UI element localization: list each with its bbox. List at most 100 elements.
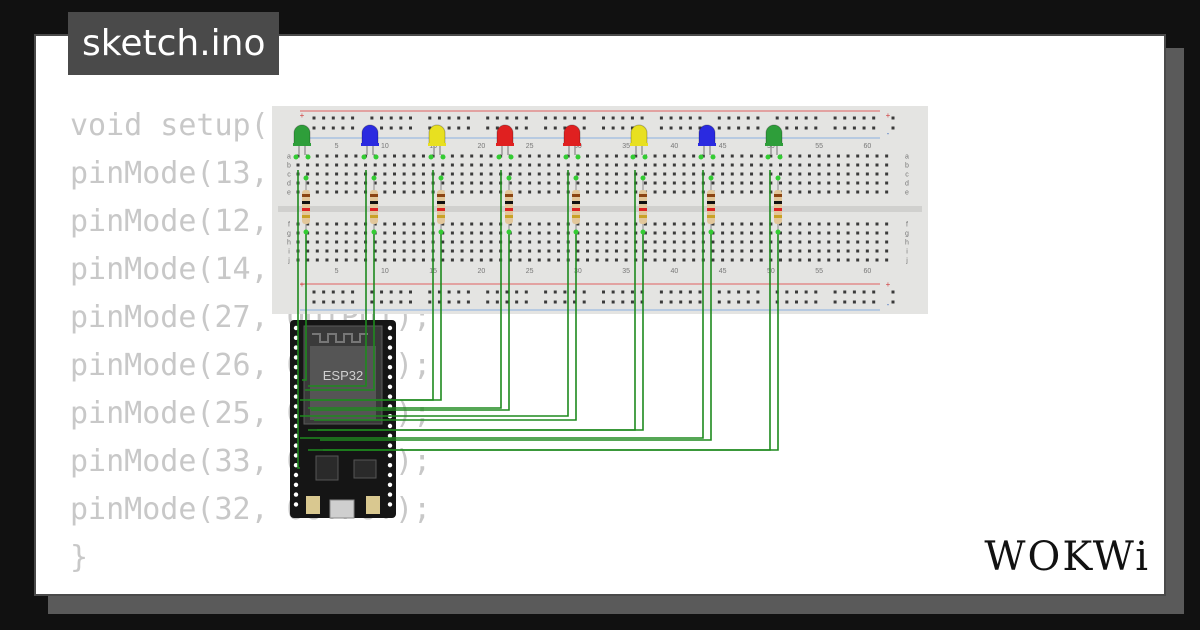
breadboard-hole xyxy=(576,163,580,167)
breadboard-hole xyxy=(756,290,760,294)
breadboard-hole xyxy=(547,222,551,226)
breadboard-hole xyxy=(621,290,625,294)
breadboard: 5510101515202025253030353540404545505055… xyxy=(272,106,928,314)
sketch-title: sketch.ino xyxy=(68,12,280,75)
breadboard-hole xyxy=(457,116,461,120)
breadboard-hole xyxy=(885,258,889,262)
breadboard-hole xyxy=(489,258,493,262)
breadboard-hole xyxy=(306,240,310,244)
breadboard-hole xyxy=(807,172,811,176)
breadboard-hole xyxy=(306,172,310,176)
breadboard-hole xyxy=(711,258,715,262)
breadboard-hole xyxy=(643,231,647,235)
esp32-label: ESP32 xyxy=(323,368,363,383)
breadboard-hole xyxy=(846,249,850,253)
breadboard-hole xyxy=(489,240,493,244)
breadboard-hole xyxy=(393,172,396,176)
breadboard-hole xyxy=(634,163,638,167)
breadboard-hole xyxy=(682,172,686,176)
breadboard-hole xyxy=(547,163,551,167)
column-number: 30 xyxy=(574,268,582,275)
breadboard-hole xyxy=(537,190,541,194)
led-pin-marker xyxy=(765,154,771,160)
resistor-pin-marker xyxy=(303,175,309,181)
breadboard-hole xyxy=(354,181,358,185)
breadboard-hole xyxy=(605,240,609,244)
breadboard-hole xyxy=(457,300,461,304)
breadboard-hole xyxy=(843,126,847,130)
led-pin-marker xyxy=(575,154,581,160)
breadboard-hole xyxy=(344,231,348,235)
breadboard-hole xyxy=(682,154,686,158)
breadboard-hole xyxy=(344,163,348,167)
breadboard-hole xyxy=(341,290,345,294)
breadboard-hole xyxy=(759,231,763,235)
breadboard-hole xyxy=(730,172,734,176)
breadboard-hole xyxy=(335,190,339,194)
breadboard-hole xyxy=(335,240,339,244)
breadboard-hole xyxy=(553,126,557,130)
reset-button xyxy=(366,496,380,514)
led xyxy=(361,124,379,146)
breadboard-hole xyxy=(740,240,744,244)
resistor-pin-marker xyxy=(438,175,444,181)
breadboard-hole xyxy=(595,181,599,185)
breadboard-hole xyxy=(611,290,615,294)
breadboard-hole xyxy=(711,240,715,244)
breadboard-hole xyxy=(508,172,512,176)
breadboard-hole xyxy=(553,290,557,294)
row-letter: g xyxy=(287,231,291,238)
breadboard-hole xyxy=(730,240,734,244)
rail-symbol: - xyxy=(887,129,890,138)
breadboard-hole xyxy=(611,116,615,120)
breadboard-hole xyxy=(505,290,509,294)
breadboard-hole xyxy=(827,231,831,235)
breadboard-hole xyxy=(557,249,561,253)
breadboard-hole xyxy=(518,190,522,194)
breadboard-hole xyxy=(602,290,605,294)
breadboard-hole xyxy=(856,172,860,176)
breadboard-hole xyxy=(537,240,541,244)
breadboard-hole xyxy=(524,116,528,120)
breadboard-hole xyxy=(586,258,589,262)
breadboard-hole xyxy=(717,290,721,294)
breadboard-hole xyxy=(785,290,789,294)
boot-button xyxy=(306,496,320,514)
row-letter: j xyxy=(905,258,908,265)
breadboard-hole xyxy=(354,249,358,253)
breadboard-hole xyxy=(698,290,702,294)
resistor-pin-marker xyxy=(438,229,444,235)
breadboard-hole xyxy=(827,240,831,244)
wire xyxy=(308,170,502,409)
breadboard-hole xyxy=(605,163,609,167)
breadboard-hole xyxy=(383,231,387,235)
row-letter: h xyxy=(287,240,291,247)
row-letter: f xyxy=(288,222,290,229)
breadboard-hole xyxy=(409,116,412,120)
breadboard-hole xyxy=(582,116,586,120)
usb-uart-chip xyxy=(353,459,377,479)
breadboard-hole xyxy=(875,231,879,235)
breadboard-hole xyxy=(759,249,763,253)
breadboard-hole xyxy=(769,231,773,235)
breadboard-hole xyxy=(614,163,618,167)
breadboard-hole xyxy=(643,258,647,262)
gpio-pin-left xyxy=(293,374,299,380)
breadboard-hole xyxy=(528,240,532,244)
breadboard-hole xyxy=(380,126,384,130)
breadboard-hole xyxy=(875,181,879,185)
row-letter: c xyxy=(287,172,291,179)
breadboard-hole xyxy=(563,300,567,304)
gpio-pin-left xyxy=(293,453,299,458)
breadboard-hole xyxy=(653,240,657,244)
led-pin-marker xyxy=(642,154,648,160)
breadboard-hole xyxy=(508,222,512,226)
breadboard-hole xyxy=(524,290,528,294)
resistor-band xyxy=(572,194,580,197)
breadboard-hole xyxy=(325,258,329,262)
breadboard-hole xyxy=(605,154,609,158)
led-rim xyxy=(563,143,581,146)
breadboard-hole xyxy=(537,258,541,262)
breadboard-hole xyxy=(711,172,715,176)
breadboard-hole xyxy=(814,300,818,304)
